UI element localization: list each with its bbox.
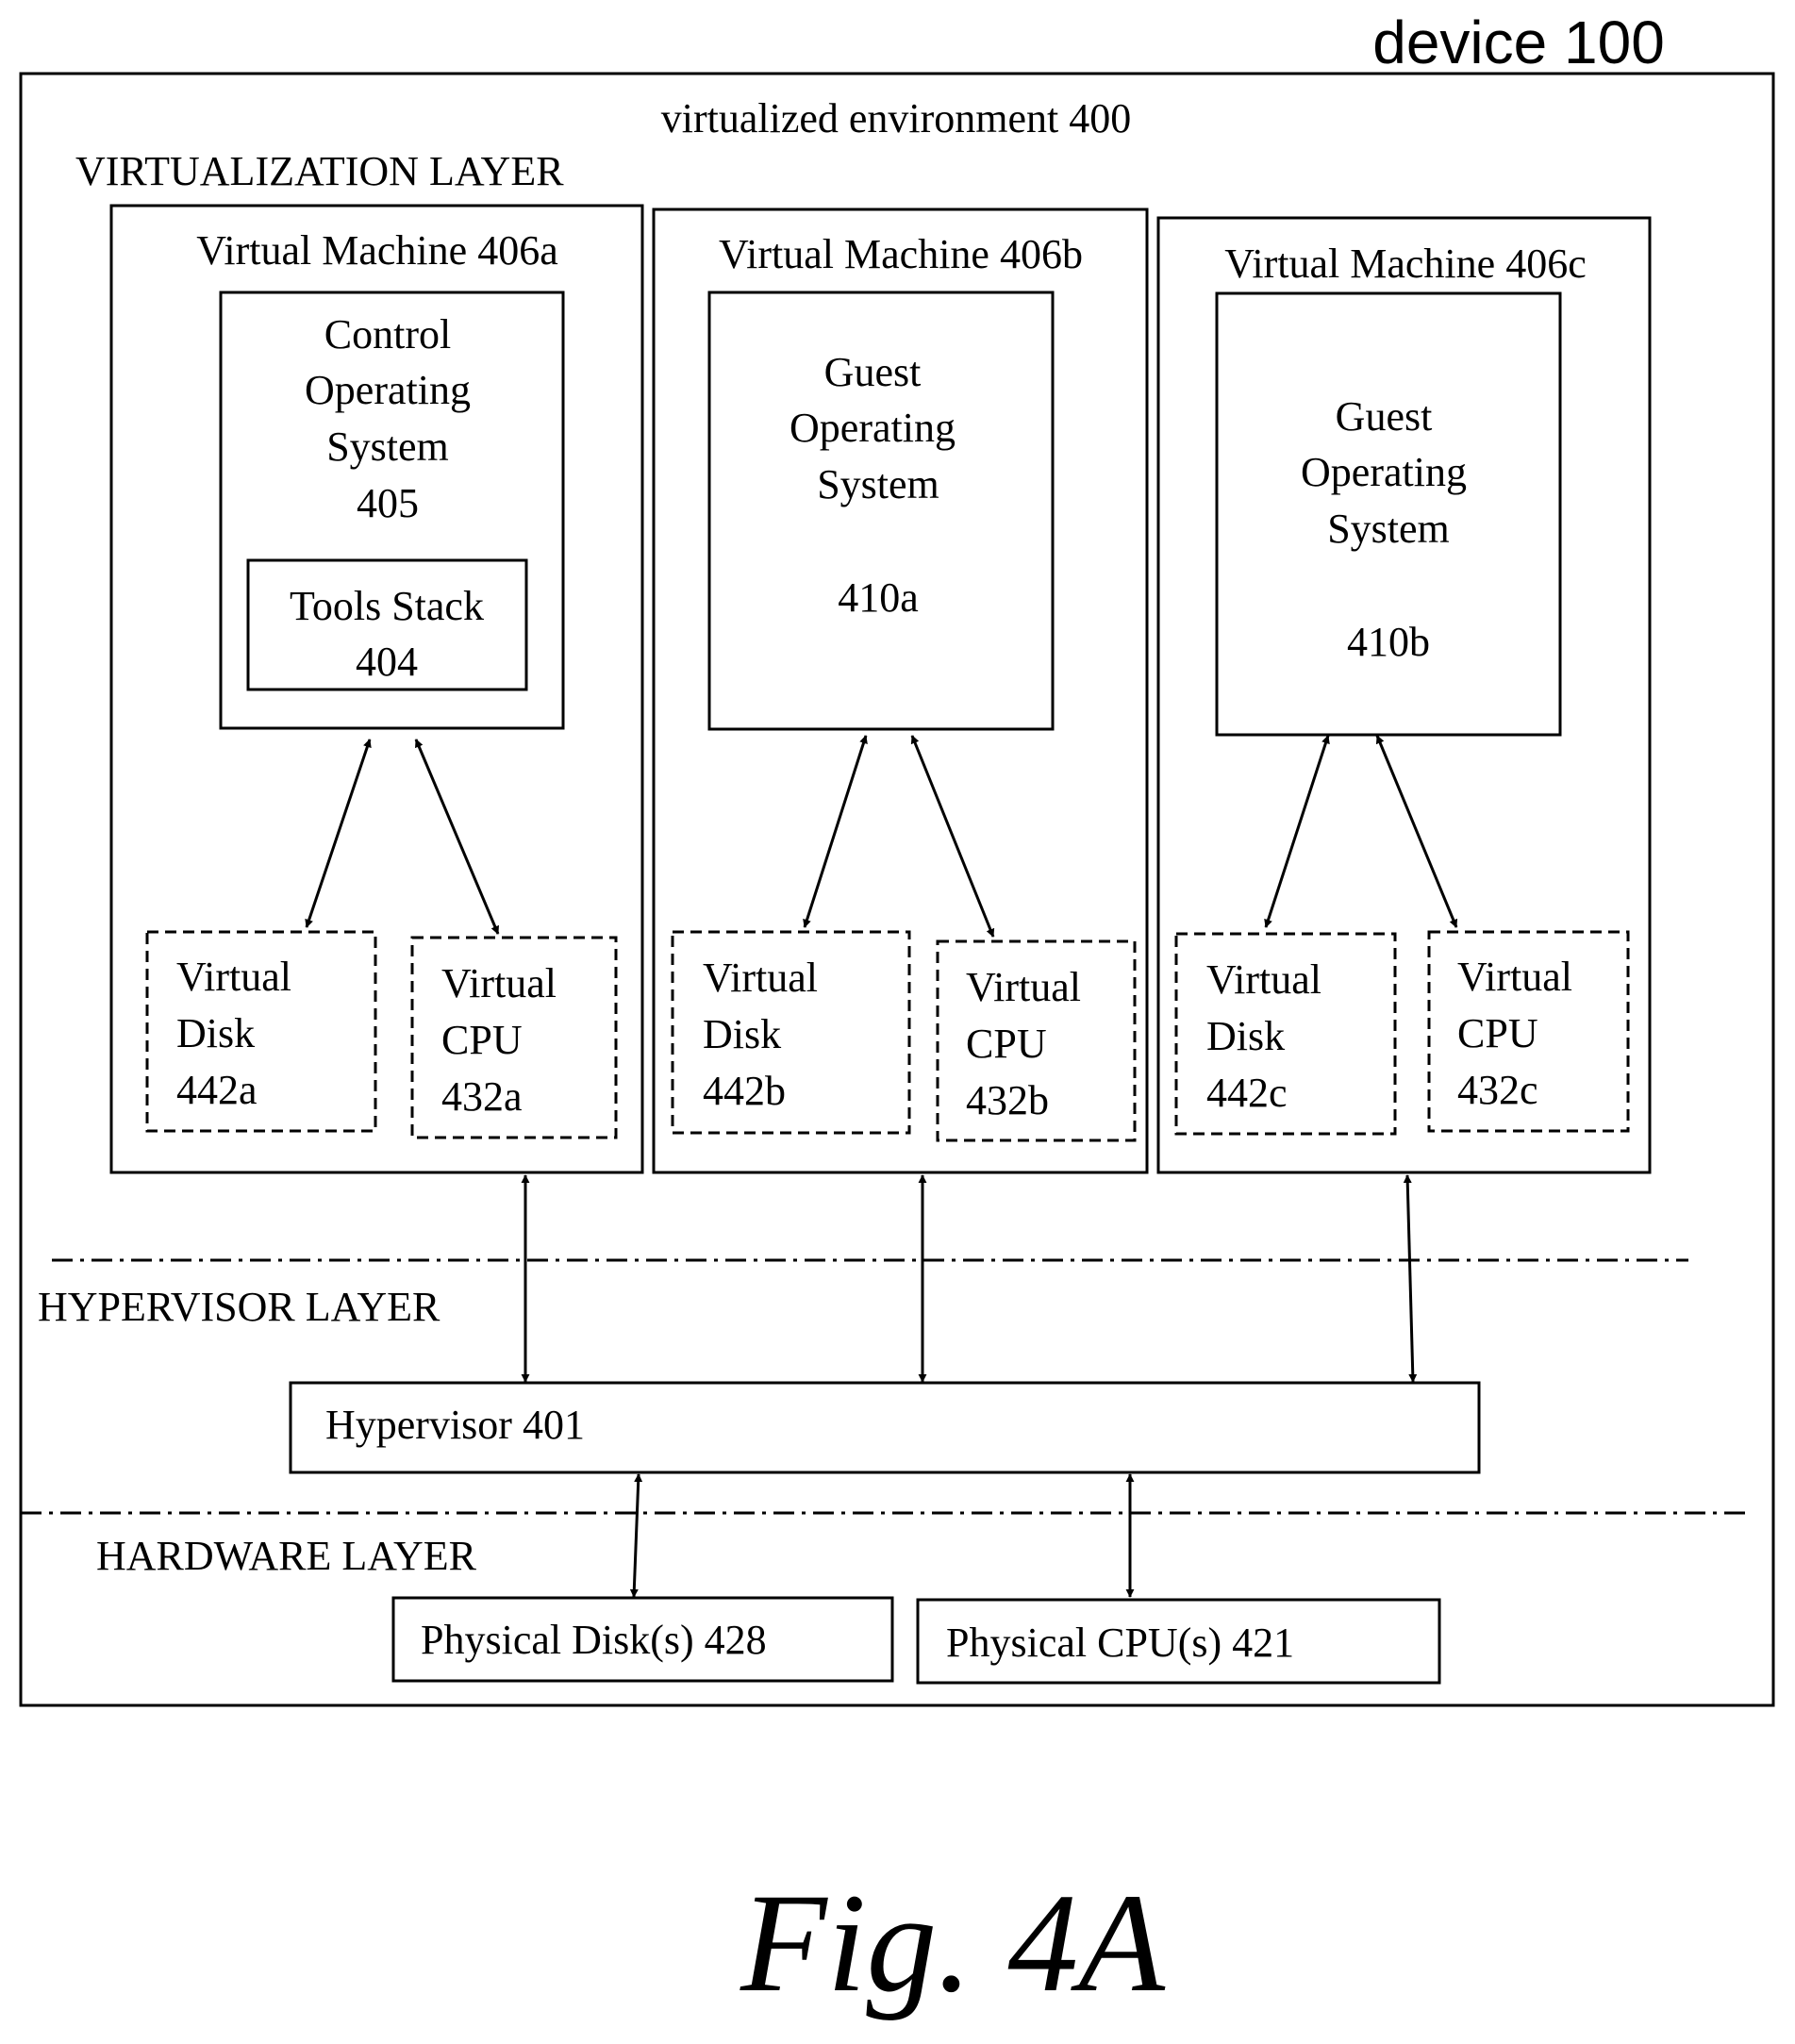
- vm-b-cpu-line-2: CPU: [966, 1021, 1047, 1067]
- vm-a-cpu-line-1: Virtual: [441, 960, 557, 1006]
- vm-a-disk-line-3: 442a: [176, 1067, 258, 1113]
- vm-c-cpu-line-1: Virtual: [1457, 954, 1572, 1000]
- hypervisor-layer-label: HYPERVISOR LAYER: [38, 1284, 440, 1330]
- vm-a-os-disk-arrow: [307, 739, 370, 927]
- vm-c-cpu-line-2: CPU: [1457, 1010, 1538, 1056]
- hypervisor-disk-arrow: [634, 1474, 639, 1597]
- hypervisor-label: Hypervisor 401: [325, 1402, 585, 1448]
- vm-a-disk-line-1: Virtual: [176, 954, 291, 1000]
- tools-stack-line-2: 404: [356, 639, 418, 685]
- vm-c-os-cpu-arrow: [1377, 736, 1456, 927]
- vm-c-cpu-line-3: 432c: [1457, 1067, 1538, 1113]
- vm-a-os-line-1: Control: [324, 311, 451, 357]
- vm-b-os-cpu-arrow: [912, 736, 993, 937]
- vm-c-os-line-3: System: [1327, 506, 1450, 552]
- vm-c-title: Virtual Machine 406c: [1224, 241, 1586, 287]
- vm-b-title: Virtual Machine 406b: [719, 231, 1083, 277]
- device-box: [21, 74, 1773, 1705]
- physical-cpu-label: Physical CPU(s) 421: [946, 1620, 1294, 1666]
- figure-caption: Fig. 4A: [740, 1865, 1166, 2021]
- vm-b-os-line-4: 410a: [838, 574, 919, 621]
- vm-c-hypervisor-arrow: [1407, 1175, 1413, 1382]
- vm-a-os-line-4: 405: [357, 480, 419, 526]
- vm-a-os-line-2: Operating: [305, 367, 471, 413]
- vm-c-os-disk-arrow: [1266, 736, 1328, 927]
- vm-a-disk-line-2: Disk: [176, 1010, 255, 1056]
- vm-c-disk-line-3: 442c: [1206, 1070, 1288, 1116]
- vm-a-os-cpu-arrow: [416, 739, 498, 934]
- vm-a-title: Virtual Machine 406a: [196, 227, 557, 274]
- vm-c-disk-line-2: Disk: [1206, 1013, 1285, 1059]
- vm-b-os-line-2: Operating: [789, 405, 956, 451]
- vm-c-disk-line-1: Virtual: [1206, 956, 1321, 1003]
- vm-b-disk-line-2: Disk: [703, 1011, 781, 1057]
- vm-b-os-disk-arrow: [805, 736, 866, 927]
- physical-disk-label: Physical Disk(s) 428: [421, 1617, 767, 1663]
- vm-c-os-line-2: Operating: [1301, 449, 1467, 495]
- vm-b-os-line-1: Guest: [824, 349, 922, 395]
- virtualization-layer-label: VIRTUALIZATION LAYER: [75, 148, 564, 194]
- hardware-layer-label: HARDWARE LAYER: [96, 1533, 477, 1579]
- vm-a-cpu-line-3: 432a: [441, 1073, 523, 1120]
- environment-label: virtualized environment 400: [661, 95, 1132, 141]
- vm-c-os-line-4: 410b: [1347, 619, 1430, 665]
- vm-b-disk-line-1: Virtual: [703, 955, 818, 1001]
- vm-b-cpu-line-1: Virtual: [966, 964, 1081, 1010]
- vm-b-os-line-3: System: [817, 461, 939, 507]
- tools-stack-line-1: Tools Stack: [290, 583, 484, 629]
- vm-b-cpu-line-3: 432b: [966, 1077, 1049, 1123]
- vm-c-os-line-1: Guest: [1336, 393, 1433, 440]
- vm-a-cpu-line-2: CPU: [441, 1017, 523, 1063]
- device-label: device 100: [1372, 8, 1665, 76]
- vm-a-os-line-3: System: [326, 424, 449, 470]
- vm-b-disk-line-3: 442b: [703, 1068, 786, 1114]
